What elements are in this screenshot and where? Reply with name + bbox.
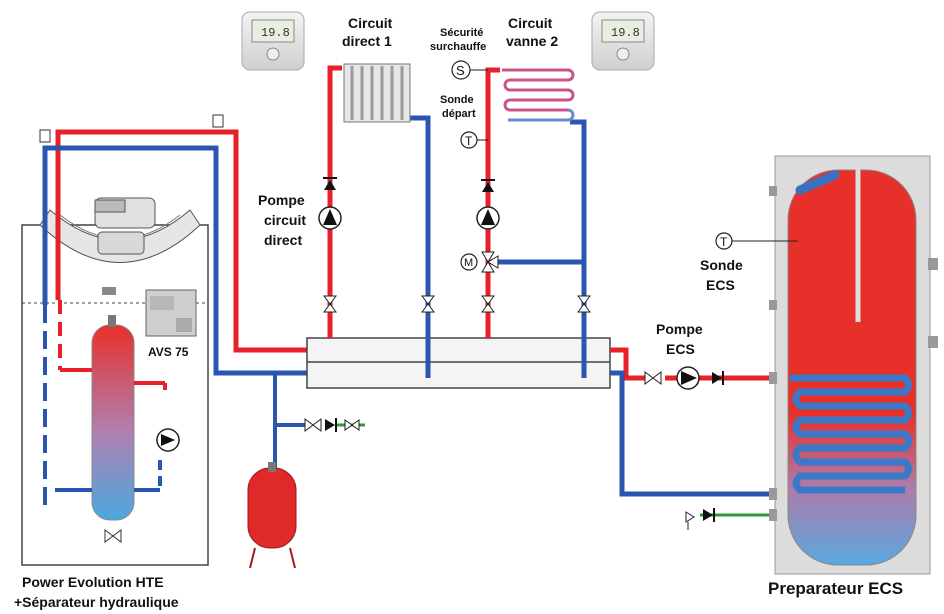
valve-icon xyxy=(304,418,322,432)
valve-icon xyxy=(344,419,360,431)
safety-valve-icon xyxy=(685,511,695,530)
radiator-icon xyxy=(343,63,411,123)
pump-icon xyxy=(318,206,342,230)
sonde-ecs-label-2: ECS xyxy=(706,277,735,293)
thermostat-icon: 19.8 xyxy=(591,11,655,71)
temperature-sensor: T xyxy=(460,131,488,149)
check-valve-icon xyxy=(712,371,724,385)
circuit-vanne-label-2: vanne 2 xyxy=(506,33,558,49)
motor-symbol: M xyxy=(464,257,473,269)
check-valve-icon xyxy=(325,418,337,432)
mixing-valve-icon: M xyxy=(460,251,499,273)
pompe-ecs-label-1: Pompe xyxy=(656,321,703,337)
sonde-ecs-label-1: Sonde xyxy=(700,257,743,273)
valve-icon xyxy=(323,295,337,313)
floor-heating-coil-icon xyxy=(502,68,575,122)
valve-icon xyxy=(577,295,591,313)
boiler-caption-1: Power Evolution HTE xyxy=(22,574,164,590)
pompe-circuit-label-3: direct xyxy=(264,232,302,248)
circuit-vanne-label-1: Circuit xyxy=(508,15,553,31)
check-valve-icon xyxy=(703,508,715,522)
check-valve-icon xyxy=(323,177,337,190)
safety-sensor: S xyxy=(451,60,488,80)
thermostat-display-2: 19.8 xyxy=(611,26,640,40)
boiler-icon xyxy=(21,197,209,566)
tank-temperature-symbol: T xyxy=(720,235,728,249)
pompe-circuit-label-2: circuit xyxy=(264,212,306,228)
avs75-label: AVS 75 xyxy=(148,345,189,359)
boiler-caption-2: +Séparateur hydraulique xyxy=(14,594,179,610)
pump-icon xyxy=(676,366,700,390)
expansion-vessel-icon xyxy=(247,462,297,569)
circuit-direct-label-2: direct 1 xyxy=(342,33,392,49)
safety-sensor-symbol: S xyxy=(456,63,465,78)
check-valve-icon xyxy=(481,179,495,192)
sonde-depart-label-1: Sonde xyxy=(440,94,474,106)
securite-label-2: surchauffe xyxy=(430,41,486,53)
water-heater-tank-icon xyxy=(769,155,938,575)
pompe-ecs-label-2: ECS xyxy=(666,341,695,357)
securite-label-1: Sécurité xyxy=(440,27,483,39)
valve-icon xyxy=(421,295,435,313)
sonde-depart-label-2: départ xyxy=(442,108,476,120)
valve-icon xyxy=(644,371,662,385)
valve-icon xyxy=(481,295,495,313)
tank-temperature-sensor: T xyxy=(715,232,798,250)
pump-icon xyxy=(476,206,500,230)
temperature-sensor-symbol: T xyxy=(465,134,473,148)
manifold xyxy=(306,337,611,389)
pompe-circuit-label-1: Pompe xyxy=(258,192,305,208)
control-module-icon xyxy=(145,289,197,337)
thermostat-icon: 19.8 xyxy=(241,11,305,71)
thermostat-display: 19.8 xyxy=(261,26,290,40)
preparateur-caption: Preparateur ECS xyxy=(768,579,903,598)
circuit-direct-label-1: Circuit xyxy=(348,15,393,31)
